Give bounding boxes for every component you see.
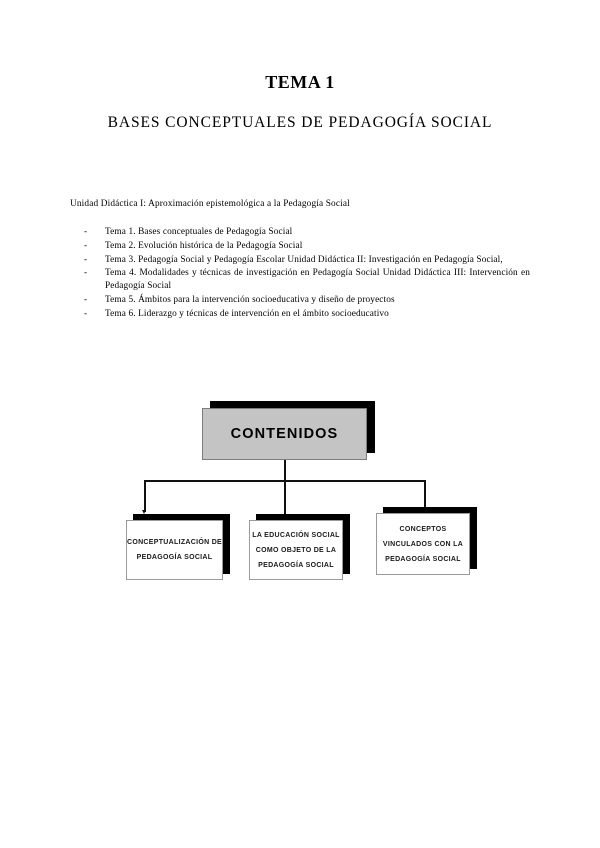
list-item-label: Tema 2. Evolución histórica de la Pedago…	[105, 240, 303, 251]
list-item: - Tema 2. Evolución histórica de la Peda…	[70, 240, 530, 253]
list-item-label: Tema 1. Bases conceptuales de Pedagogía …	[105, 227, 293, 237]
node-label-line: PEDAGOGÍA SOCIAL	[136, 554, 213, 561]
node-face: CONCEPTUALIZACIÓN DE PEDAGOGÍA SOCIAL	[126, 520, 223, 580]
node-shadow-top	[383, 507, 477, 513]
bullet-marker: -	[84, 308, 88, 319]
node-label-line: CONCEPTUALIZACIÓN DE	[126, 539, 223, 546]
diagram-node-conceptualizacion: CONCEPTUALIZACIÓN DE PEDAGOGÍA SOCIAL	[126, 514, 230, 580]
intro-paragraph: Unidad Didáctica I: Aproximación epistem…	[70, 199, 350, 209]
connector-stem-vertical	[284, 460, 286, 522]
topic-list: - Tema 1. Bases conceptuales de Pedagogí…	[70, 226, 530, 321]
list-item-label: Tema 6. Liderazgo y técnicas de interven…	[105, 308, 389, 319]
list-item-label: Tema 5. Ámbitos para la intervención soc…	[105, 294, 395, 305]
list-item: - Tema 3. Pedagogía Social y Pedagogía E…	[70, 254, 530, 267]
node-face: LA EDUCACIÓN SOCIAL COMO OBJETO DE LA PE…	[249, 520, 343, 580]
contents-diagram: CONTENIDOS CONCEPTUALIZACIÓN DE PEDAGOGÍ…	[0, 390, 600, 610]
node-shadow-right	[223, 514, 230, 574]
diagram-node-contenidos: CONTENIDOS	[202, 401, 375, 460]
bullet-marker: -	[84, 227, 88, 237]
node-shadow-top	[256, 514, 350, 520]
arrowhead-left-icon	[142, 510, 147, 514]
node-label-line: COMO OBJETO DE LA	[255, 546, 337, 554]
list-item: - Tema 4. Modalidades y técnicas de inve…	[70, 267, 530, 292]
connector-drop-left	[144, 480, 146, 512]
node-label-line: PEDAGOGÍA SOCIAL	[385, 555, 461, 563]
list-item-label: Tema 3. Pedagogía Social y Pedagogía Esc…	[105, 254, 503, 265]
diagram-node-conceptos-vinculados: CONCEPTOS VINCULADOS CON LA PEDAGOGÍA SO…	[376, 507, 477, 575]
list-item: - Tema 1. Bases conceptuales de Pedagogí…	[70, 226, 530, 239]
page-subtitle: BASES CONCEPTUALES DE PEDAGOGÍA SOCIAL	[107, 114, 493, 131]
node-label-line: PEDAGOGÍA SOCIAL	[258, 561, 334, 569]
page-title: TEMA 1	[265, 72, 335, 92]
node-face: CONTENIDOS	[202, 408, 367, 460]
list-item: - Tema 5. Ámbitos para la intervención s…	[70, 294, 530, 307]
node-shadow-right	[367, 401, 375, 453]
node-shadow-right	[343, 514, 350, 574]
bullet-marker: -	[84, 294, 88, 305]
diagram-node-educacion-social: LA EDUCACIÓN SOCIAL COMO OBJETO DE LA PE…	[249, 514, 350, 580]
node-face: CONCEPTOS VINCULADOS CON LA PEDAGOGÍA SO…	[376, 513, 470, 575]
bullet-marker: -	[84, 254, 88, 265]
node-label-line: CONCEPTOS	[399, 525, 447, 533]
bullet-marker: -	[84, 240, 88, 251]
node-shadow-top	[210, 401, 375, 408]
node-shadow-right	[470, 507, 477, 569]
connector-drop-right	[424, 480, 426, 512]
list-item-label: Tema 4. Modalidades y técnicas de invest…	[105, 268, 530, 291]
node-shadow-top	[133, 514, 230, 520]
node-label: CONTENIDOS	[230, 426, 339, 442]
bullet-marker: -	[84, 268, 88, 279]
node-label-line: VINCULADOS CON LA	[382, 540, 464, 548]
connector-horizontal-bar	[144, 480, 426, 482]
node-label-line: LA EDUCACIÓN SOCIAL	[252, 531, 340, 539]
list-item: - Tema 6. Liderazgo y técnicas de interv…	[70, 308, 530, 321]
